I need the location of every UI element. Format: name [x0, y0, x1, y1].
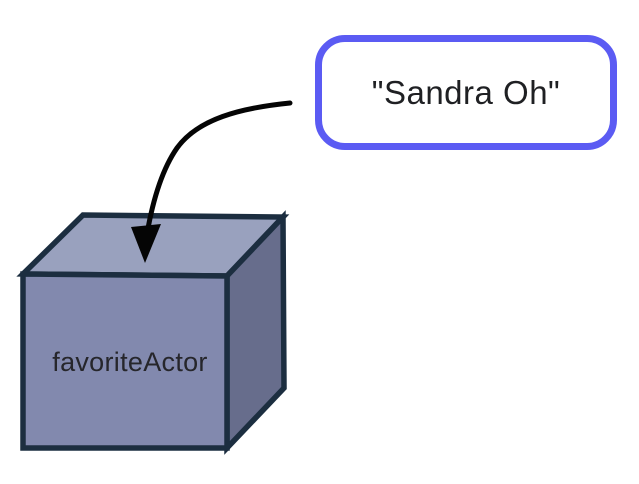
arrow-head-icon	[131, 224, 161, 263]
value-text: "Sandra Oh"	[371, 73, 561, 111]
assignment-arrow	[131, 100, 293, 263]
cube-front-face	[20, 271, 230, 451]
variable-box-cube	[16, 210, 290, 455]
value-bubble: "Sandra Oh"	[315, 35, 617, 150]
arrow-curve	[144, 100, 293, 237]
